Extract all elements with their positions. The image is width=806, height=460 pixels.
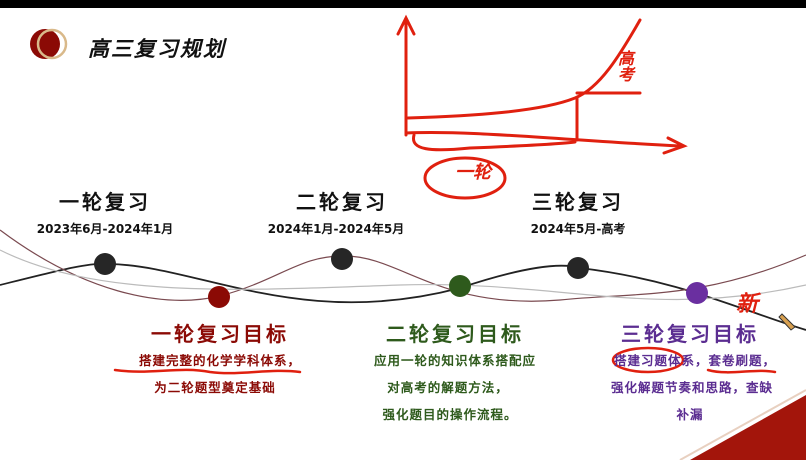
goal-3-title: 三轮复习目标 xyxy=(621,322,759,346)
top-black-bar xyxy=(0,0,806,8)
corner-decoration xyxy=(690,395,806,460)
goal-1-line-2: 为二轮题型奠定基础 xyxy=(154,380,276,395)
dot-goal-2 xyxy=(449,275,471,297)
dot-phase-1 xyxy=(94,253,116,275)
pencil-cursor-icon xyxy=(778,313,796,331)
phase-3-title: 三轮复习 xyxy=(532,190,624,214)
phase-1-dates: 2023年6月-2024年1月 xyxy=(36,222,174,236)
dot-goal-3 xyxy=(686,282,708,304)
page-title: 高三复习规划 xyxy=(88,37,226,61)
timeline-wave-grey xyxy=(0,249,806,301)
annotation-new: 新 xyxy=(736,291,759,317)
phase-2-title: 二轮复习 xyxy=(296,190,388,214)
goal-3-line-1: 搭建习题体系，套卷刷题， xyxy=(613,353,777,368)
logo-icon xyxy=(30,29,60,59)
goal-3-line-2: 强化解题节奏和思路，查缺 xyxy=(610,380,774,395)
goal-2-line-3: 强化题目的操作流程。 xyxy=(382,407,518,422)
dot-goal-1 xyxy=(208,286,230,308)
dot-phase-2 xyxy=(331,248,353,270)
goal-1-title: 一轮复习目标 xyxy=(151,322,289,346)
dot-phase-3 xyxy=(567,257,589,279)
phase-2-dates: 2024年1月-2024年5月 xyxy=(267,222,405,236)
annotation-peak: 高考 xyxy=(615,50,634,82)
annotation-circled: 一轮 xyxy=(455,162,491,183)
handwritten-underlines xyxy=(113,346,777,375)
goal-2-line-1: 应用一轮的知识体系搭配应 xyxy=(373,353,537,368)
phase-3-dates: 2024年5月-高考 xyxy=(530,222,626,236)
phase-1-title: 一轮复习 xyxy=(59,190,151,214)
goal-1-line-1: 搭建完整的化学学科体系， xyxy=(138,353,302,368)
handwritten-graph xyxy=(396,14,688,200)
timeline-wave-brown xyxy=(0,229,806,302)
goal-3-line-3: 补漏 xyxy=(676,407,704,422)
timeline-dots xyxy=(94,248,708,308)
goal-2-line-2: 对高考的解题方法， xyxy=(387,380,509,395)
goal-2-title: 二轮复习目标 xyxy=(386,322,524,346)
